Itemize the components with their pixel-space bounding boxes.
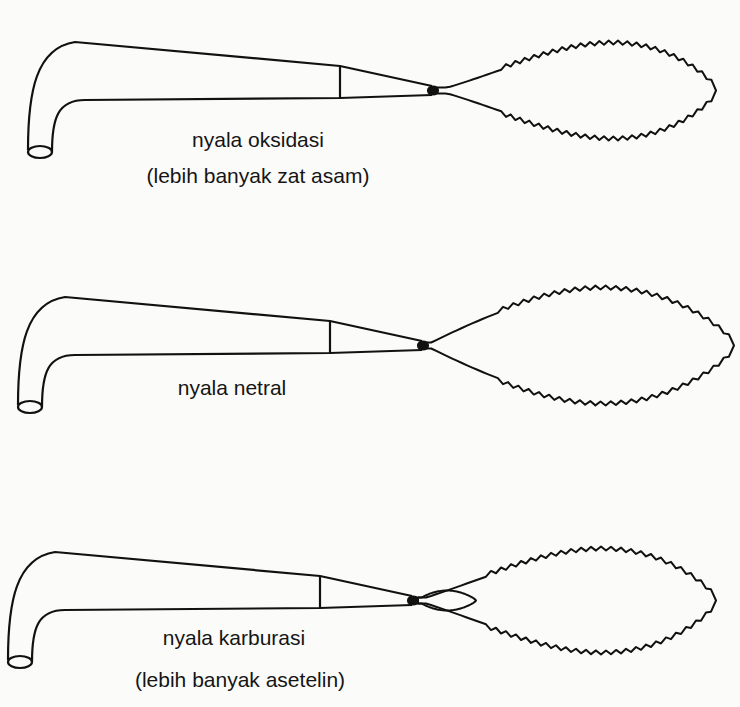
flame-note: (lebih banyak asetelin) bbox=[135, 668, 345, 692]
welding-torch bbox=[28, 42, 438, 158]
welding-torch bbox=[8, 552, 418, 668]
flame-note: (lebih banyak zat asam) bbox=[147, 164, 370, 188]
flame-envelope bbox=[416, 547, 716, 655]
flame-envelope bbox=[436, 41, 716, 141]
flame-envelope bbox=[426, 286, 734, 406]
flame-name: nyala netral bbox=[178, 376, 287, 400]
flame-name: nyala oksidasi bbox=[192, 128, 324, 152]
welding-torch bbox=[18, 297, 428, 413]
flame-name: nyala karburasi bbox=[163, 626, 305, 650]
acetylene-feather bbox=[418, 591, 476, 611]
